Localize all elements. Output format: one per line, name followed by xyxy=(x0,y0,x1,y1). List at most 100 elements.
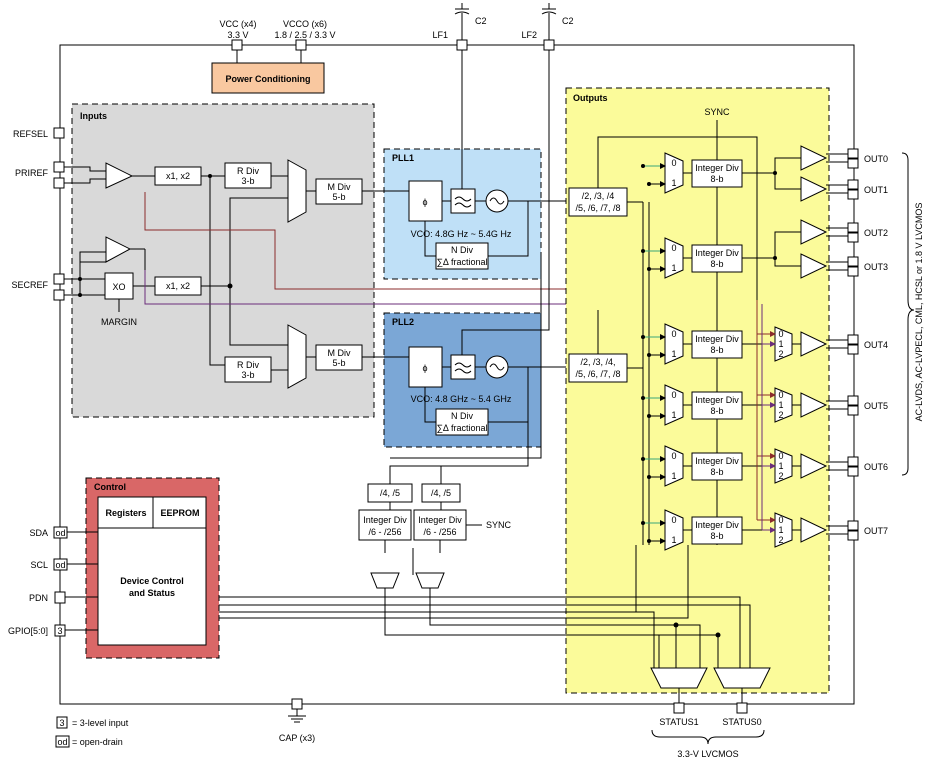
legend-3-symbol: 3 xyxy=(59,718,64,728)
sda-od: od xyxy=(55,528,65,538)
output-pin-p xyxy=(847,456,859,467)
priref-buffer xyxy=(105,162,134,189)
junction-dot xyxy=(647,539,651,543)
status-mux-2 xyxy=(415,572,445,589)
rdiv-2-label-b: 3-b xyxy=(241,370,254,380)
rdiv-1 xyxy=(224,162,272,189)
refsel-label: REFSEL xyxy=(13,129,48,139)
outputs-brace xyxy=(901,152,915,476)
channel-mux-label-1: 1 xyxy=(671,471,676,481)
output-driver xyxy=(800,331,828,357)
output-trace xyxy=(826,184,848,194)
sda-label: SDA xyxy=(29,528,48,538)
status-intdiv-2-label-a: Integer Div xyxy=(418,515,462,525)
channel-mux xyxy=(664,384,684,426)
junction-dot xyxy=(773,256,777,260)
output-pin-n xyxy=(847,232,859,243)
output-pin-n xyxy=(847,530,859,541)
channel-mux-label-0: 0 xyxy=(671,329,676,339)
channel-mux-label-1: 1 xyxy=(671,410,676,420)
channel-int-div-label-a: Integer Div xyxy=(695,334,739,344)
prediv-2-label-b: /5, /6, /7, /8 xyxy=(575,369,620,379)
secref-pin-p xyxy=(53,273,65,285)
pll1-ndiv-label-b: ∑Δ fractional xyxy=(437,257,488,267)
status-intdiv-2-label-b: /6 - /256 xyxy=(423,527,456,537)
output-label-5: OUT5 xyxy=(864,401,888,411)
channel-mux xyxy=(664,237,684,279)
output-mux-label-2: 2 xyxy=(778,349,783,359)
refsel-pin xyxy=(53,127,65,139)
pll1-phase-detector xyxy=(408,180,443,222)
prediv-2-label-a: /2, /3, /4, xyxy=(580,357,615,367)
mdiv-2-label-b: 5-b xyxy=(332,358,345,368)
output-mux-label-2: 2 xyxy=(778,535,783,545)
prediv-2 xyxy=(568,353,628,383)
output-driver xyxy=(800,453,828,479)
output-pin-n xyxy=(847,266,859,277)
status1-mux xyxy=(650,667,708,689)
rdiv-1-label-b: 3-b xyxy=(241,176,254,186)
output-driver xyxy=(800,219,828,245)
status0-pin xyxy=(736,702,748,714)
secref-buffer xyxy=(105,236,132,263)
status-brace xyxy=(651,729,765,745)
pdn-pin xyxy=(54,591,66,604)
output-mux-label-2: 2 xyxy=(778,471,783,481)
output-pin-p xyxy=(847,222,859,233)
pll2-ndiv-label-a: N Div xyxy=(451,411,473,421)
channel-int-div-label-a: Integer Div xyxy=(695,248,739,258)
lf2-label: LF2 xyxy=(521,30,537,40)
pll2-ndiv-label-b: ∑Δ fractional xyxy=(437,423,488,433)
mult-1-label: x1, x2 xyxy=(166,171,190,181)
prediv-1 xyxy=(568,187,628,217)
channel-int-div-label-a: Integer Div xyxy=(695,163,739,173)
junction-dot xyxy=(641,164,645,168)
gpio-label: GPIO[5:0] xyxy=(8,626,48,636)
channel-int-div-label-b: 8-b xyxy=(710,406,723,416)
output-pin-n xyxy=(847,189,859,200)
channel-mux-label-0: 0 xyxy=(671,158,676,168)
status-sync-label: SYNC xyxy=(486,520,512,530)
channel-mux-label-1: 1 xyxy=(671,178,676,188)
channel-mux-label-0: 0 xyxy=(671,451,676,461)
output-trace xyxy=(826,261,848,271)
output-pin-n xyxy=(847,405,859,416)
vcc-label: VCC (x4) xyxy=(219,19,256,29)
status0-mux xyxy=(713,667,771,689)
device-control-label-a: Device Control xyxy=(120,576,184,586)
registers-label: Registers xyxy=(105,508,146,518)
junction-dot xyxy=(641,249,645,253)
prediv-1-label-b: /5, /6, /7, /8 xyxy=(575,203,620,213)
channel-int-div-label-a: Integer Div xyxy=(695,395,739,405)
vcco-value: 1.8 / 2.5 / 3.3 V xyxy=(274,30,335,40)
status-intdiv-1-label-a: Integer Div xyxy=(363,515,407,525)
channel-int-div-label-b: 8-b xyxy=(710,259,723,269)
pll2-loop-filter xyxy=(450,354,476,380)
output-driver xyxy=(800,145,828,171)
channel-int-div-label-a: Integer Div xyxy=(695,456,739,466)
priref-pin-p xyxy=(53,161,65,173)
output-pin-p xyxy=(847,148,859,159)
channel-mux xyxy=(664,509,684,551)
junction-dot xyxy=(647,353,651,357)
lf2-capacitor xyxy=(541,3,557,40)
outputs-standards-text: AC-LVDS, AC-LVPECL, CML, HCSL or 1.8 V L… xyxy=(914,203,924,422)
ground-icon xyxy=(288,709,306,723)
vcc-pin xyxy=(231,39,243,51)
channel-int-div-label-b: 8-b xyxy=(710,467,723,477)
scl-label: SCL xyxy=(30,560,48,570)
output-trace xyxy=(826,153,848,163)
lf1-pin xyxy=(456,39,468,51)
output-mux-label-1: 1 xyxy=(778,525,783,535)
pdn-label: PDN xyxy=(29,593,48,603)
vcco-pin xyxy=(295,39,307,51)
output-label-4: OUT4 xyxy=(864,340,888,350)
lf1-label: LF1 xyxy=(432,30,448,40)
output-trace xyxy=(826,227,848,237)
device-control-label-b: and Status xyxy=(129,588,175,598)
lf1-capacitor xyxy=(454,3,470,40)
priref-label: PRIREF xyxy=(15,168,49,178)
output-mux-label-0: 0 xyxy=(778,390,783,400)
junction-dot xyxy=(641,335,645,339)
